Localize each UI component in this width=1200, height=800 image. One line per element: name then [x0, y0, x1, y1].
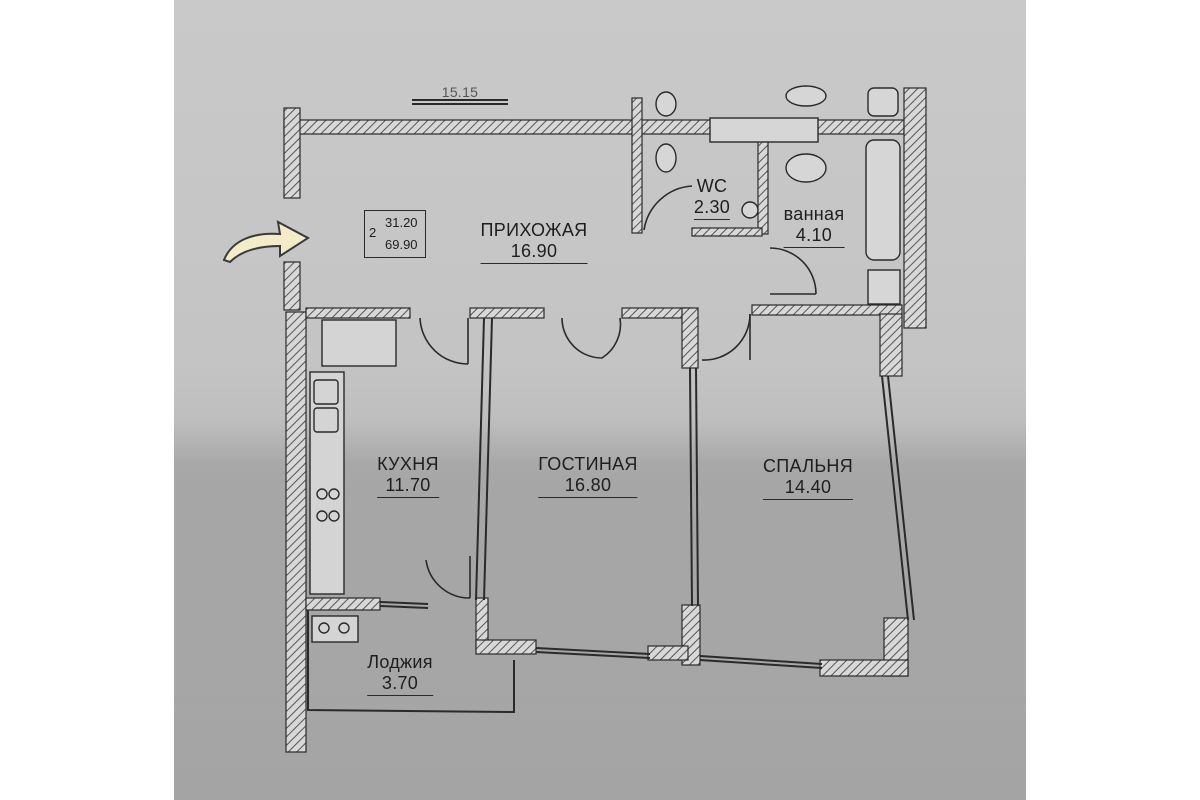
room-kitchen-name: КУХНЯ [377, 454, 439, 474]
room-wc-label: WC 2.30 [693, 176, 731, 220]
toilet [655, 143, 677, 173]
room-loggia-name: Лоджия [367, 652, 433, 672]
room-bedroom-area: 14.40 [762, 477, 854, 500]
floor-plan-drawing [222, 85, 927, 753]
room-hall-area: 16.90 [480, 241, 588, 264]
wall-left-mid [283, 261, 301, 311]
floor-drain [741, 201, 759, 219]
wall-wc-right [757, 133, 769, 235]
sink [313, 379, 339, 405]
washbasin [785, 153, 827, 183]
room-bedroom-label: СПАЛЬНЯ 14.40 [762, 456, 854, 500]
room-bedroom-name: СПАЛЬНЯ [762, 456, 854, 476]
room-loggia-area: 3.70 [367, 673, 433, 696]
room-bath-area: 4.10 [783, 225, 845, 248]
bathtub-upper [867, 87, 899, 117]
room-kitchen-area: 11.70 [377, 475, 439, 498]
wall-living-bottom-right [647, 645, 689, 661]
kitchen-counter [309, 371, 345, 595]
burner [316, 488, 328, 500]
wall-wc-left [631, 97, 643, 234]
floor-plan-photo: 2 31.20 69.90 15.15 ПРИХОЖАЯ 16.90 WC 2.… [174, 0, 1026, 800]
room-hall-label: ПРИХОЖАЯ 16.90 [480, 220, 588, 264]
room-wc-area: 2.30 [693, 197, 731, 220]
wall-bed-right-top [879, 313, 903, 377]
room-living-area: 16.80 [538, 475, 638, 498]
room-bath-label: ванная 4.10 [783, 204, 845, 248]
door-swings [419, 185, 817, 599]
shaft [709, 117, 819, 143]
wall-left-lower [285, 311, 307, 753]
wall-hall-kitchen [305, 307, 411, 319]
toilet-upper [655, 91, 677, 117]
wall-wc-bottom [691, 227, 763, 237]
laundry [867, 269, 901, 305]
room-living-name: ГОСТИНАЯ [538, 454, 638, 474]
entrance-arrow-icon [222, 220, 310, 264]
bathtub [865, 139, 901, 261]
summary-box: 2 31.20 69.90 [364, 210, 426, 258]
thin-lines [307, 99, 915, 714]
wall-bath-right [903, 87, 927, 329]
wall-living-bottom-left [475, 639, 537, 655]
room-bath-name: ванная [783, 204, 845, 224]
room-hall-name: ПРИХОЖАЯ [480, 220, 588, 240]
room-living-label: ГОСТИНАЯ 16.80 [538, 454, 638, 498]
bath-fixtures [655, 85, 901, 305]
washbasin-upper [785, 85, 827, 107]
wall-partition-top [681, 307, 699, 369]
wall-hall-living [469, 307, 545, 319]
wall-bed-bottom [819, 659, 909, 677]
room-count: 2 [369, 225, 377, 240]
sink-2 [313, 407, 339, 433]
fridge-niche [321, 319, 397, 367]
total-area: 69.90 [385, 237, 418, 252]
wall-hall-bed [751, 304, 903, 316]
room-loggia-label: Лоджия 3.70 [367, 652, 433, 696]
room-kitchen-label: КУХНЯ 11.70 [377, 454, 439, 498]
wall-left-upper [283, 107, 301, 199]
room-wc-name: WC [696, 176, 728, 196]
living-area: 31.20 [385, 215, 418, 230]
kitchen-fixtures [309, 319, 397, 643]
wall-kitchen-bottom [305, 597, 381, 611]
top-mark: 15.15 [441, 84, 479, 100]
